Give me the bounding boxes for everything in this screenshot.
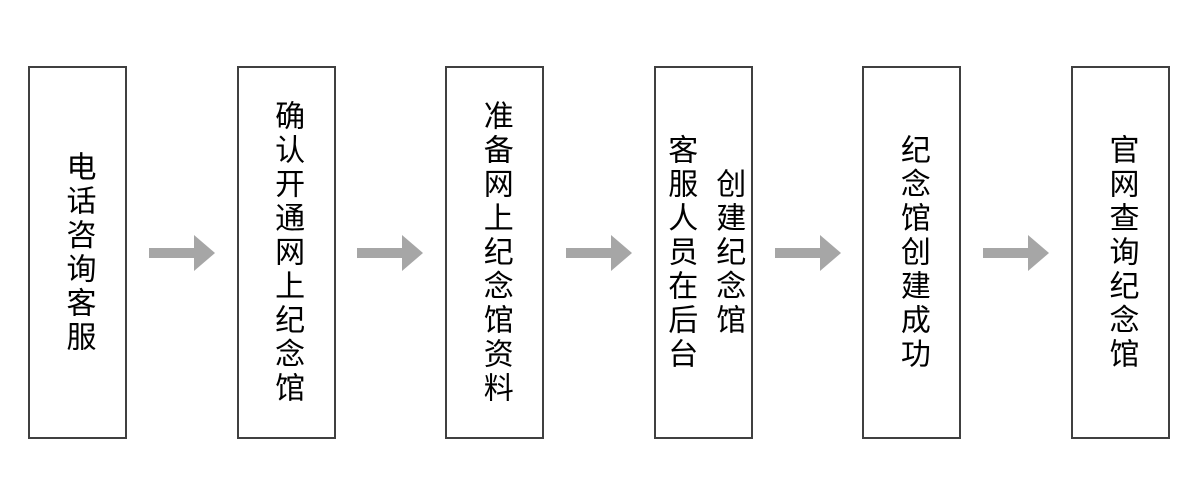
- flow-step-4: 客服人员在后台 创建纪念馆: [653, 66, 753, 439]
- connector-1: [127, 66, 237, 439]
- arrow-right-icon: [983, 234, 1050, 271]
- connector-3: [544, 66, 654, 439]
- flow-step-6: 官网查询纪念馆: [1070, 66, 1170, 439]
- flow-step-2: 确认开通网上纪念馆: [236, 66, 336, 439]
- flow-step-1: 电话咨询客服: [28, 66, 127, 439]
- flow-step-4-label: 客服人员在后台 创建纪念馆: [663, 133, 745, 372]
- arrow-right-icon: [774, 234, 841, 271]
- flow-step-6-label: 官网查询纪念馆: [1104, 133, 1138, 372]
- flow-step-5: 纪念馆创建成功: [862, 66, 962, 439]
- flow-step-5-label: 纪念馆创建成功: [895, 133, 929, 372]
- connector-2: [336, 66, 446, 439]
- connector-5: [961, 66, 1071, 439]
- flowchart: 电话咨询客服 确认开通网上纪念馆 准备网上纪念馆资料: [28, 66, 1170, 439]
- arrow-right-icon: [565, 234, 632, 271]
- flow-step-3: 准备网上纪念馆资料: [445, 66, 545, 439]
- flow-step-3-label: 准备网上纪念馆资料: [478, 99, 512, 406]
- flow-step-1-label: 电话咨询客服: [61, 150, 95, 355]
- flow-step-2-label: 确认开通网上纪念馆: [270, 99, 304, 406]
- arrow-right-icon: [148, 234, 215, 271]
- arrow-right-icon: [357, 234, 424, 271]
- connector-4: [753, 66, 863, 439]
